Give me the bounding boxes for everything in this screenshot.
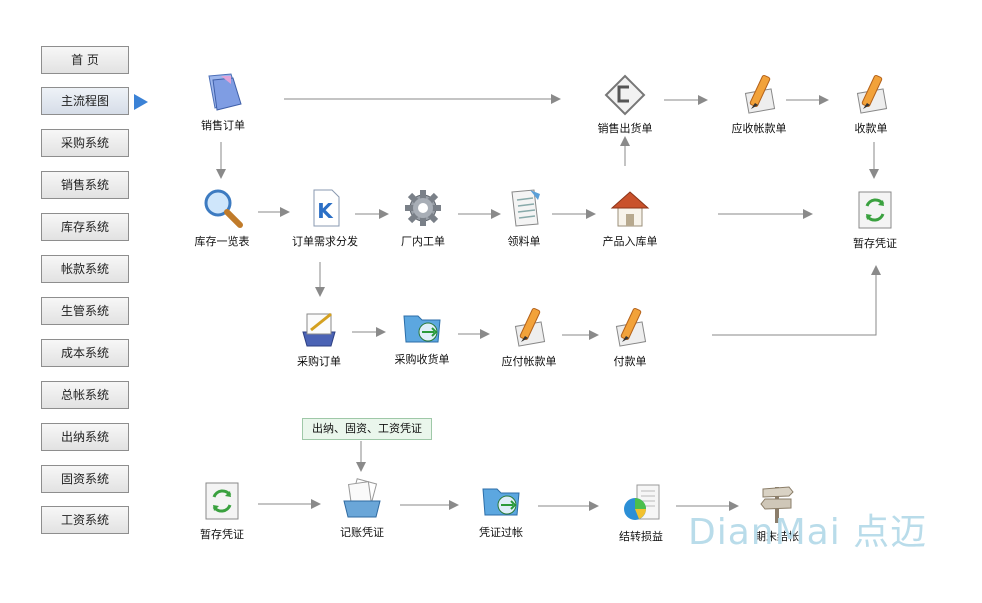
house-icon	[610, 191, 650, 227]
node-label: 应付帐款单	[501, 355, 557, 368]
node-product-in[interactable]: 产品入库单	[582, 186, 678, 249]
node-label: 暂存凭证	[853, 237, 897, 250]
magnifier-icon	[204, 189, 243, 228]
node-label: 记账凭证	[340, 526, 384, 539]
nav-general-ledger[interactable]: 总帐系统	[41, 381, 129, 409]
file-tray-icon	[343, 478, 381, 518]
gear-icon	[405, 190, 441, 226]
folder-globe-icon	[482, 488, 520, 516]
watermark-logo: DianMai 点迈	[688, 512, 928, 553]
recycle-arrows-icon	[858, 191, 892, 229]
nav-accounts[interactable]: 帐款系统	[41, 255, 129, 283]
node-purchase-receipt[interactable]: 采购收货单	[374, 304, 470, 367]
node-carry-forward[interactable]: 结转损益	[593, 481, 689, 544]
node-label: 销售出货单	[597, 122, 653, 135]
nav-payroll[interactable]: 工资系统	[41, 506, 129, 534]
pie-report-icon	[624, 484, 660, 520]
node-temp-voucher-bottom[interactable]: 暂存凭证	[174, 479, 270, 542]
nav-home[interactable]: 首 页	[41, 46, 129, 74]
nav-fixed-assets[interactable]: 固资系统	[41, 465, 129, 493]
recycle-arrows-icon	[205, 482, 239, 520]
pencil-notes-icon	[615, 307, 647, 347]
node-material-req[interactable]: 领料单	[476, 186, 572, 249]
nav-production[interactable]: 生管系统	[41, 297, 129, 325]
nav-sales[interactable]: 销售系统	[41, 171, 129, 199]
node-label: 凭证过帐	[479, 526, 523, 539]
nav-inventory[interactable]: 库存系统	[41, 213, 129, 241]
node-label: 应收帐款单	[731, 122, 787, 135]
node-payable[interactable]: 应付帐款单	[481, 306, 577, 369]
signpost-icon	[760, 486, 794, 523]
folder-globe-icon	[403, 315, 441, 343]
node-label: 采购订单	[297, 355, 341, 368]
node-label: 库存一览表	[194, 235, 250, 248]
node-label: 结转损益	[619, 530, 663, 543]
node-work-order[interactable]: 厂内工单	[375, 186, 471, 249]
node-temp-voucher-top[interactable]: 暂存凭证	[827, 188, 923, 251]
pencil-notes-icon	[744, 74, 776, 114]
node-sales-order[interactable]: 销售订单	[175, 70, 271, 133]
node-receivable[interactable]: 应收帐款单	[711, 73, 807, 136]
nav-cashier[interactable]: 出纳系统	[41, 423, 129, 451]
node-label: 领料单	[507, 235, 541, 248]
node-label: 付款单	[613, 355, 647, 368]
document-stack-icon	[208, 73, 242, 111]
node-post-voucher[interactable]: 记账凭证	[314, 477, 410, 540]
document-k-icon: K	[313, 189, 340, 227]
voucher-sources-note: 出纳、固资、工资凭证	[302, 418, 432, 440]
node-label: 产品入库单	[602, 235, 658, 248]
node-purchase-order[interactable]: 采购订单	[271, 306, 367, 369]
node-label: 销售订单	[201, 119, 245, 132]
node-payment[interactable]: 付款单	[582, 306, 678, 369]
node-label: 厂内工单	[401, 235, 445, 248]
active-indicator-icon	[134, 94, 148, 110]
node-sales-shipment[interactable]: 销售出货单	[577, 73, 673, 136]
clipboard-pen-icon	[302, 312, 336, 347]
node-label: 订单需求分发	[292, 235, 358, 248]
nav-main-flow[interactable]: 主流程图	[41, 87, 129, 115]
node-period-close[interactable]: 期末结帐	[729, 481, 825, 544]
diamond-sign-icon	[604, 74, 646, 116]
nav-cost[interactable]: 成本系统	[41, 339, 129, 367]
pencil-notes-icon	[514, 307, 546, 347]
node-order-demand[interactable]: K 订单需求分发	[277, 186, 373, 249]
pencil-notes-icon	[856, 74, 888, 114]
node-inventory-list[interactable]: 库存一览表	[174, 186, 270, 249]
document-lines-icon	[511, 189, 540, 227]
node-label: 收款单	[854, 122, 888, 135]
node-voucher-transfer[interactable]: 凭证过帐	[453, 477, 549, 540]
node-label: 期末结帐	[755, 530, 799, 543]
nav-purchasing[interactable]: 采购系统	[41, 129, 129, 157]
node-receipt[interactable]: 收款单	[823, 73, 919, 136]
node-label: 暂存凭证	[200, 528, 244, 541]
arrow-payment-to-voucher	[712, 265, 881, 336]
svg-text:K: K	[317, 199, 334, 223]
node-label: 采购收货单	[394, 353, 450, 366]
